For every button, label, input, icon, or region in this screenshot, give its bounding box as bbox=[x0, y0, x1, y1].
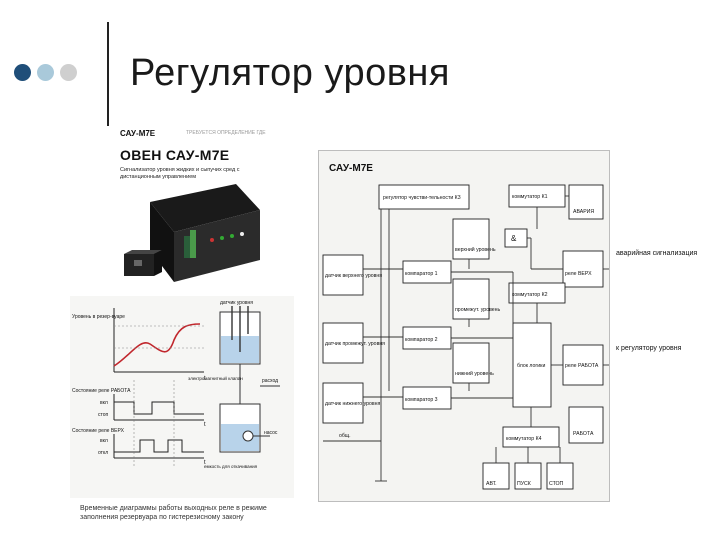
block-led-low bbox=[452, 342, 490, 384]
block-sensor-low bbox=[322, 382, 364, 424]
timing-diagram: Уровень в резер-вуаре Состояние реле РАБ… bbox=[72, 300, 280, 469]
product-model: САУ-М7Е bbox=[120, 129, 156, 138]
block-led-upper bbox=[452, 218, 490, 260]
button-auto[interactable] bbox=[482, 462, 510, 490]
block-logic bbox=[512, 322, 552, 408]
button-stop[interactable] bbox=[546, 462, 574, 490]
label-level-axis: Уровень в резер-вуаре bbox=[72, 314, 125, 320]
text-sensor-upper: датчик верхнего уровня bbox=[325, 273, 382, 279]
text-logic: блок логики bbox=[517, 363, 545, 369]
text-k1: коммутатор К1 bbox=[512, 194, 548, 200]
text-led-work: РАБОТА bbox=[573, 431, 594, 437]
block-sensor-upper bbox=[322, 254, 364, 296]
label-pump: насос bbox=[264, 430, 278, 436]
product-photo bbox=[124, 184, 260, 282]
label-relay1: Состояние реле РАБОТА bbox=[72, 388, 131, 394]
label-upper-level: датчик уровня bbox=[220, 300, 253, 306]
block-diagram: САУ-М7Е регулятор чувстви-тельности К3 к… bbox=[322, 163, 609, 490]
text-led-upper: верхний уровень bbox=[455, 246, 496, 253]
text-relay-work: реле РАБОТА bbox=[565, 363, 599, 369]
block-relay-top bbox=[562, 250, 604, 288]
label-on-2: вкл bbox=[100, 438, 108, 444]
button-start[interactable] bbox=[514, 462, 542, 490]
label-relay2: Состояние реле ВЕРХ bbox=[72, 428, 125, 434]
label-stop-1: стоп bbox=[98, 412, 109, 418]
label-t-2: t bbox=[204, 422, 206, 428]
text-btn-stop: СТОП bbox=[549, 481, 564, 487]
block-led-alarm bbox=[568, 184, 604, 220]
block-regulator bbox=[378, 184, 470, 210]
text-k4: коммутатор К4 bbox=[506, 436, 542, 442]
text-sensor-low: датчик нижнего уровня bbox=[325, 401, 380, 407]
label-drain: емкость для откачивания bbox=[204, 464, 258, 469]
timing-diagram-panel: Уровень в резер-вуаре Состояние реле РАБ… bbox=[70, 296, 294, 498]
timing-diagram-caption: Временные диаграммы работы выходных реле… bbox=[80, 505, 267, 521]
text-relay-top: реле ВЕРХ bbox=[565, 271, 592, 277]
text-cmp2: компаратор 2 bbox=[405, 337, 438, 343]
product-card: САУ-М7Е ТРЕБУЕТСЯ ОПРЕДЕЛЕНИЕ ГДЕ ОВЕН С… bbox=[116, 127, 270, 287]
text-and: & bbox=[511, 234, 517, 243]
product-brand-title: ОВЕН САУ-М7Е bbox=[120, 147, 230, 163]
product-description: Сигнализатор уровня жидких и сыпучих сре… bbox=[120, 167, 240, 180]
text-k2: коммутатор К2 bbox=[512, 292, 548, 298]
text-btn-auto: АВТ. bbox=[486, 481, 497, 487]
text-led-low: нижний уровень bbox=[455, 370, 494, 377]
title-divider bbox=[107, 22, 109, 126]
text-cmp1: компаратор 1 bbox=[405, 271, 438, 277]
block-relay-work bbox=[562, 344, 604, 386]
block-led-mid bbox=[452, 278, 490, 320]
text-led-alarm: АВАРИЯ bbox=[573, 209, 594, 215]
diagram-title: САУ-М7Е bbox=[329, 163, 373, 174]
text-common: общ. bbox=[339, 433, 351, 439]
product-meta: ТРЕБУЕТСЯ ОПРЕДЕЛЕНИЕ ГДЕ bbox=[186, 130, 266, 136]
bullet-dot-dark bbox=[14, 64, 31, 81]
text-regulator: регулятор чувстви-тельности К3 bbox=[383, 195, 461, 201]
output-alarm-label: аварийная сигнализация bbox=[616, 250, 698, 257]
label-flow: расход bbox=[262, 378, 278, 384]
bullet-dot-light bbox=[37, 64, 54, 81]
slide-title: Регулятор уровня bbox=[130, 52, 450, 94]
label-t-3: t bbox=[204, 460, 206, 466]
label-on-1: вкл bbox=[100, 400, 108, 406]
text-btn-start: ПУСК bbox=[517, 481, 531, 487]
label-off-2: откл bbox=[98, 450, 108, 456]
block-diagram-panel: САУ-М7Е регулятор чувстви-тельности К3 к… bbox=[318, 150, 610, 502]
bullet-dot-gray bbox=[60, 64, 77, 81]
text-sensor-mid: датчик промежут. уровня bbox=[325, 341, 385, 347]
block-led-work bbox=[568, 406, 604, 444]
text-cmp3: компаратор 3 bbox=[405, 397, 438, 403]
label-t-1: t bbox=[204, 376, 206, 382]
label-solenoid: электромагнитный клапан bbox=[188, 375, 243, 381]
text-led-mid: промежут. уровень bbox=[455, 307, 501, 313]
block-sensor-mid bbox=[322, 322, 364, 364]
output-reg-label: к регулятору уровня bbox=[616, 345, 682, 352]
